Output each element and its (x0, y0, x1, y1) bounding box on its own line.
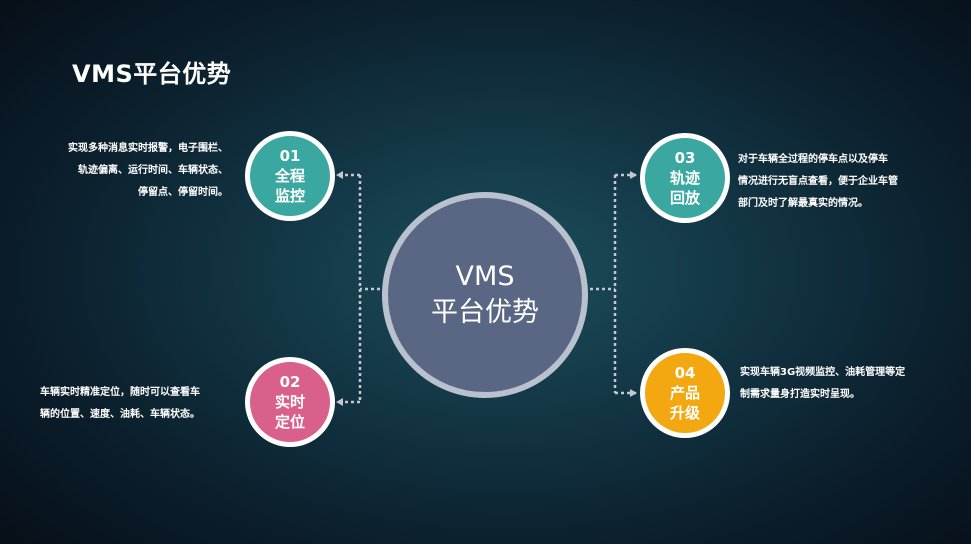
node-04-description: 实现车辆3G视频监控、油耗管理等定 制需求量身打造实时呈现。 (740, 362, 940, 406)
node-03-track-playback: 03 轨迹 回放 (640, 133, 730, 223)
node-label: 轨迹 (669, 168, 700, 187)
description-line: 实现多种消息实时报警，电子围栏、 (68, 143, 228, 154)
node-02-description: 车辆实时精准定位，随时可以查看车 辆的位置、速度、油耗、车辆状态。 (40, 382, 240, 426)
node-label: 升级 (669, 403, 700, 422)
node-label: 全程 (274, 166, 305, 185)
description-line: 对于车辆全过程的停车点以及停车 (738, 154, 888, 165)
node-01-full-monitoring: 01 全程 监控 (245, 131, 335, 221)
description-line: 制需求量身打造实时呈现。 (740, 389, 860, 400)
node-number: 04 (674, 363, 696, 382)
node-label: 实时 (274, 392, 305, 411)
node-03-description: 对于车辆全过程的停车点以及停车 情况进行无盲点查看，便于企业车管 部门及时了解最… (738, 149, 938, 215)
node-01-description: 实现多种消息实时报警，电子围栏、 轨迹偏离、运行时间、车辆状态、 停留点、停留时… (28, 138, 228, 204)
node-label: 回放 (669, 188, 700, 207)
node-label: 监控 (274, 186, 305, 205)
description-line: 轨迹偏离、运行时间、车辆状态、 (78, 165, 228, 176)
node-02-realtime-location: 02 实时 定位 (245, 357, 335, 447)
node-number: 03 (674, 148, 696, 167)
node-label: 产品 (669, 383, 700, 402)
description-line: 停留点、停留时间。 (138, 187, 228, 198)
description-line: 情况进行无盲点查看，便于企业车管 (738, 176, 898, 187)
node-04-product-upgrade: 04 产品 升级 (640, 348, 730, 438)
description-line: 部门及时了解最真实的情况。 (738, 198, 868, 209)
description-line: 车辆实时精准定位，随时可以查看车 (40, 387, 200, 398)
center-title-line2: 平台优势 (431, 297, 539, 328)
center-title-line1: VMS (455, 261, 515, 292)
description-line: 实现车辆3G视频监控、油耗管理等定 (740, 367, 906, 378)
node-number: 01 (279, 146, 301, 165)
center-circle: VMS 平台优势 (382, 192, 588, 398)
node-label: 定位 (274, 412, 305, 431)
page-title: VMS平台优势 (72, 60, 232, 88)
node-number: 02 (279, 372, 301, 391)
description-line: 辆的位置、速度、油耗、车辆状态。 (40, 409, 200, 420)
